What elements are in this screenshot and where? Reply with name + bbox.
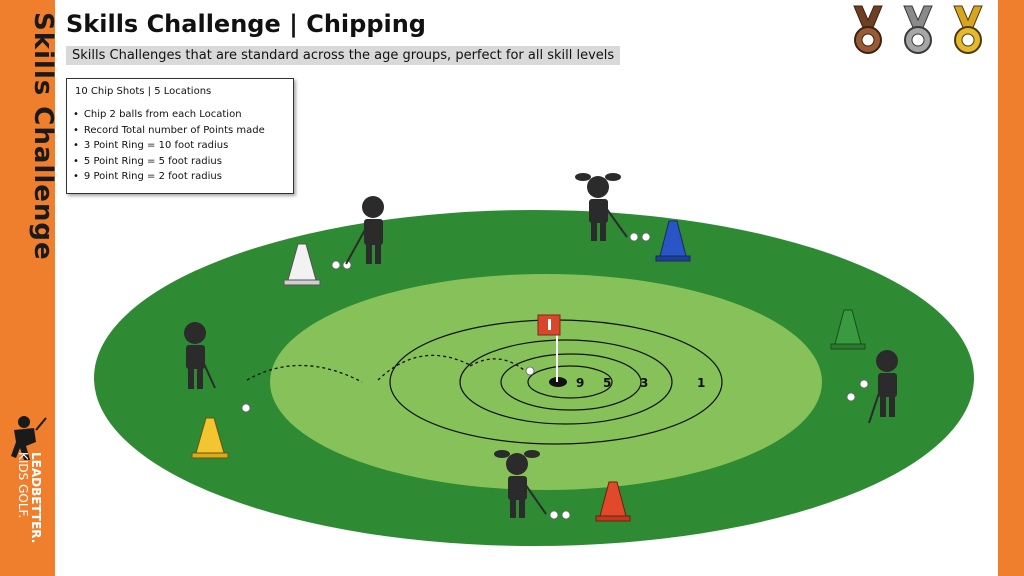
ring-label-5: 5 <box>603 376 611 390</box>
ring-label-9: 9 <box>576 376 584 390</box>
instructions-box: 10 Chip Shots | 5 Locations Chip 2 balls… <box>66 78 294 194</box>
page-title: Skills Challenge | Chipping <box>66 10 426 38</box>
leadbetter-logo: LEADBETTER. KIDS GOLF. <box>6 412 51 572</box>
ring-5-point <box>500 353 642 411</box>
left-orange-bar <box>0 0 55 576</box>
instructions-heading: 10 Chip Shots | 5 Locations <box>75 86 212 97</box>
cone-green-icon <box>830 309 866 350</box>
list-item: 9 Point Ring = 2 foot radius <box>73 171 265 187</box>
player-figure-right <box>868 350 898 424</box>
flag-icon <box>537 314 561 336</box>
cone-white-icon <box>283 243 321 286</box>
player-figure-top-left <box>345 196 384 265</box>
list-item: 5 Point Ring = 5 foot radius <box>73 156 265 172</box>
player-figure-left <box>184 322 216 389</box>
medals-group <box>853 5 983 54</box>
silver-medal-icon <box>903 5 933 54</box>
golfer-logo-icon <box>11 416 47 460</box>
instructions-list: Chip 2 balls from each Location Record T… <box>73 109 265 187</box>
right-orange-bar <box>998 0 1024 576</box>
ring-label-1: 1 <box>697 376 705 390</box>
cone-red-icon <box>595 481 631 522</box>
player-figure-bottom <box>494 450 547 518</box>
list-item: 3 Point Ring = 10 foot radius <box>73 140 265 156</box>
cone-yellow-icon <box>191 417 229 459</box>
page-subtitle: Skills Challenges that are standard acro… <box>66 46 621 65</box>
golf-balls <box>241 232 869 520</box>
ring-label-3: 3 <box>640 376 648 390</box>
list-item: Chip 2 balls from each Location <box>73 109 265 125</box>
list-item: Record Total number of Points made <box>73 125 265 141</box>
bronze-medal-icon <box>853 5 883 54</box>
gold-medal-icon <box>953 5 983 54</box>
ring-3-point <box>459 339 673 425</box>
chip-trajectory <box>246 354 525 383</box>
player-figure-top-right <box>575 173 628 241</box>
ring-9-point <box>527 365 613 399</box>
putting-green <box>270 274 822 490</box>
cone-blue-icon <box>655 220 691 262</box>
